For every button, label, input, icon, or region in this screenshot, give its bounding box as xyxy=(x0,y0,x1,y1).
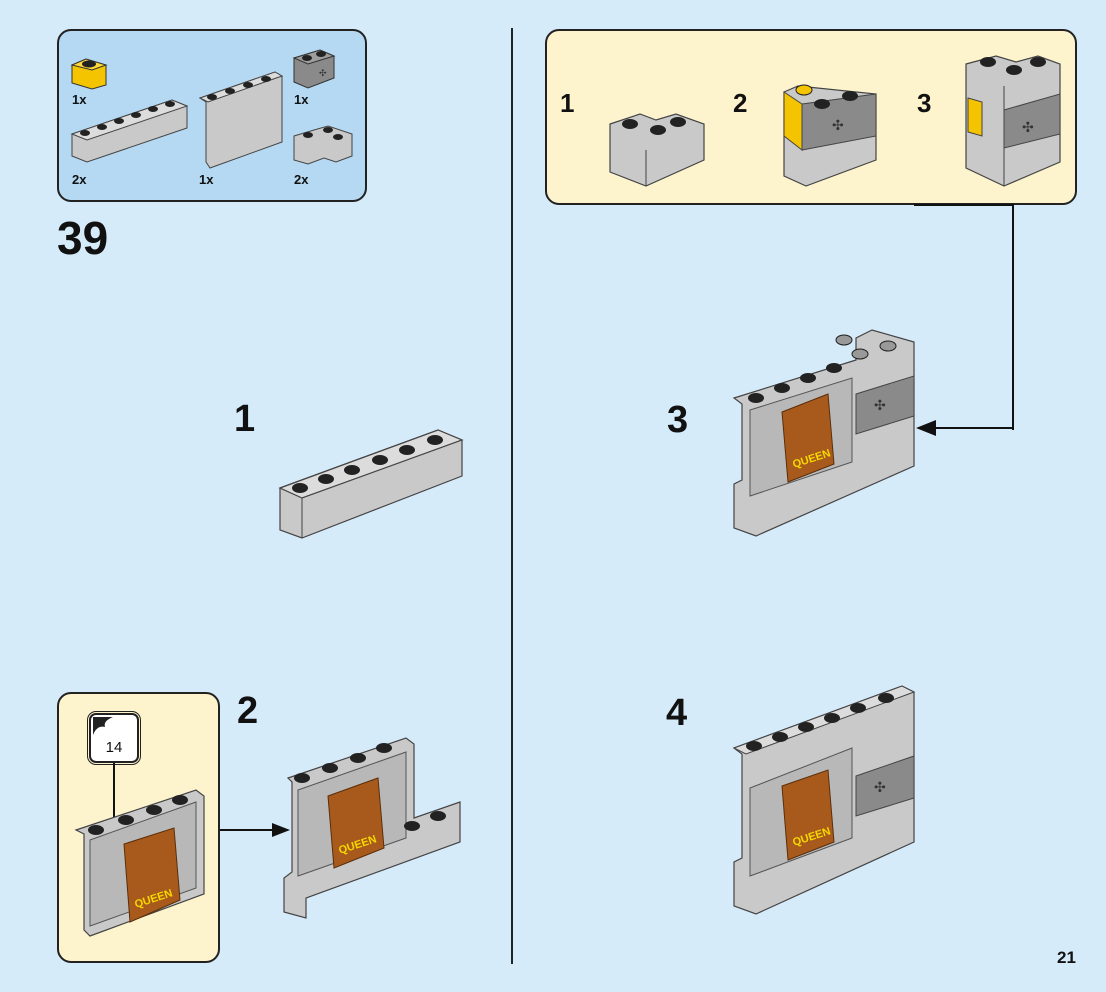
svg-text:✣: ✣ xyxy=(874,398,886,414)
subassembly-step-number: 1 xyxy=(560,88,575,118)
substep-2-assembly-image: QUEEN xyxy=(283,737,461,919)
light-gray-panel-image xyxy=(198,71,284,169)
part-qty: 2x xyxy=(294,172,309,187)
step-number: 39 xyxy=(57,212,109,264)
svg-text:✣: ✣ xyxy=(319,69,327,79)
connector-line xyxy=(1012,204,1014,430)
part-qty: 1x xyxy=(72,92,87,107)
light-gray-1x6-brick-image xyxy=(70,99,189,163)
subassembly-step-number: 3 xyxy=(917,88,932,118)
svg-text:✣: ✣ xyxy=(874,780,886,796)
part-qty: 1x xyxy=(199,172,214,187)
substep-4-assembly-image: QUEEN ✣ xyxy=(732,685,916,915)
substep-3-assembly-image: QUEEN ✣ xyxy=(732,329,915,537)
part-qty: 2x xyxy=(72,172,87,187)
substep-number: 3 xyxy=(667,399,689,441)
svg-text:✣: ✣ xyxy=(1022,120,1034,136)
arrow-left-icon xyxy=(916,420,1014,436)
svg-text:✣: ✣ xyxy=(832,118,844,134)
subassembly-step-number: 2 xyxy=(733,88,748,118)
substep-number: 2 xyxy=(237,690,259,732)
arrow-right-icon xyxy=(220,823,290,837)
connector-line xyxy=(914,204,1014,206)
part-qty: 1x xyxy=(294,92,309,107)
subassembly-1-image xyxy=(609,113,705,187)
substep-number: 1 xyxy=(234,398,256,440)
sticker-icon xyxy=(93,717,113,735)
subassembly-2-image: ✣ xyxy=(783,84,877,187)
substep-1-brick-image xyxy=(278,429,464,539)
substep-number: 4 xyxy=(666,692,688,734)
page-number: 21 xyxy=(1057,948,1076,967)
sticker-pointer-line xyxy=(113,763,115,847)
yellow-1x1-brick-image xyxy=(70,58,108,90)
dark-gray-technic-brick-image: ✣ xyxy=(292,49,336,89)
page-divider xyxy=(511,28,513,964)
sticker-tag: 14 xyxy=(87,711,141,765)
panel-with-sticker-image: QUEEN xyxy=(74,789,205,937)
subassembly-3-image: ✣ xyxy=(965,55,1061,187)
light-gray-corner-brick-image xyxy=(293,125,353,165)
sticker-number: 14 xyxy=(105,739,123,756)
